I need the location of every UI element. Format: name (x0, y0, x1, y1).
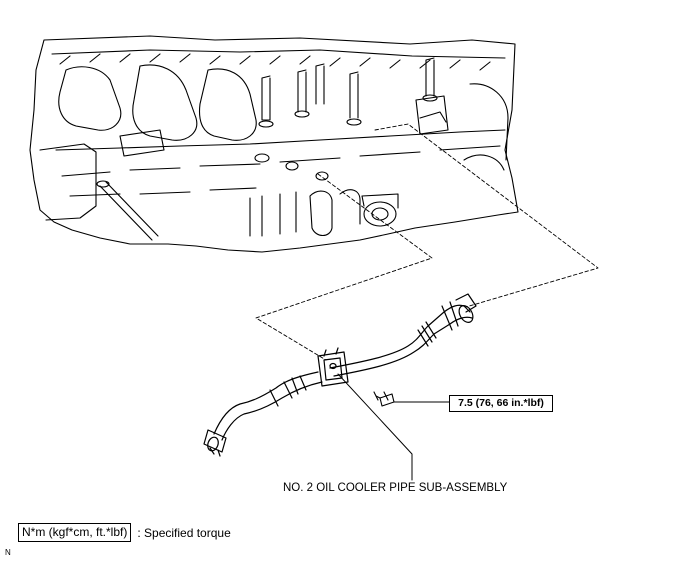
torque-callout-box: 7.5 (76, 66 in.*lbf) (449, 395, 553, 412)
legend-unit-box: N*m (kgf*cm, ft.*lbf) (18, 523, 132, 542)
legend-description: : Specified torque (137, 525, 231, 540)
bolt-illustration (373, 391, 395, 407)
oil-cooler-pipe-illustration (203, 293, 477, 457)
leader-lines (337, 373, 450, 481)
torque-legend: N*m (kgf*cm, ft.*lbf) : Specified torque (18, 523, 231, 542)
torque-value-text: 7.5 (76, 66 in.*lbf) (458, 397, 544, 409)
engine-block-illustration (29, 35, 519, 253)
corner-mark: N (5, 548, 11, 557)
part-leader-line (337, 373, 413, 481)
part-name-label: NO. 2 OIL COOLER PIPE SUB-ASSEMBLY (283, 482, 508, 494)
assembly-reference-lines (255, 123, 599, 361)
